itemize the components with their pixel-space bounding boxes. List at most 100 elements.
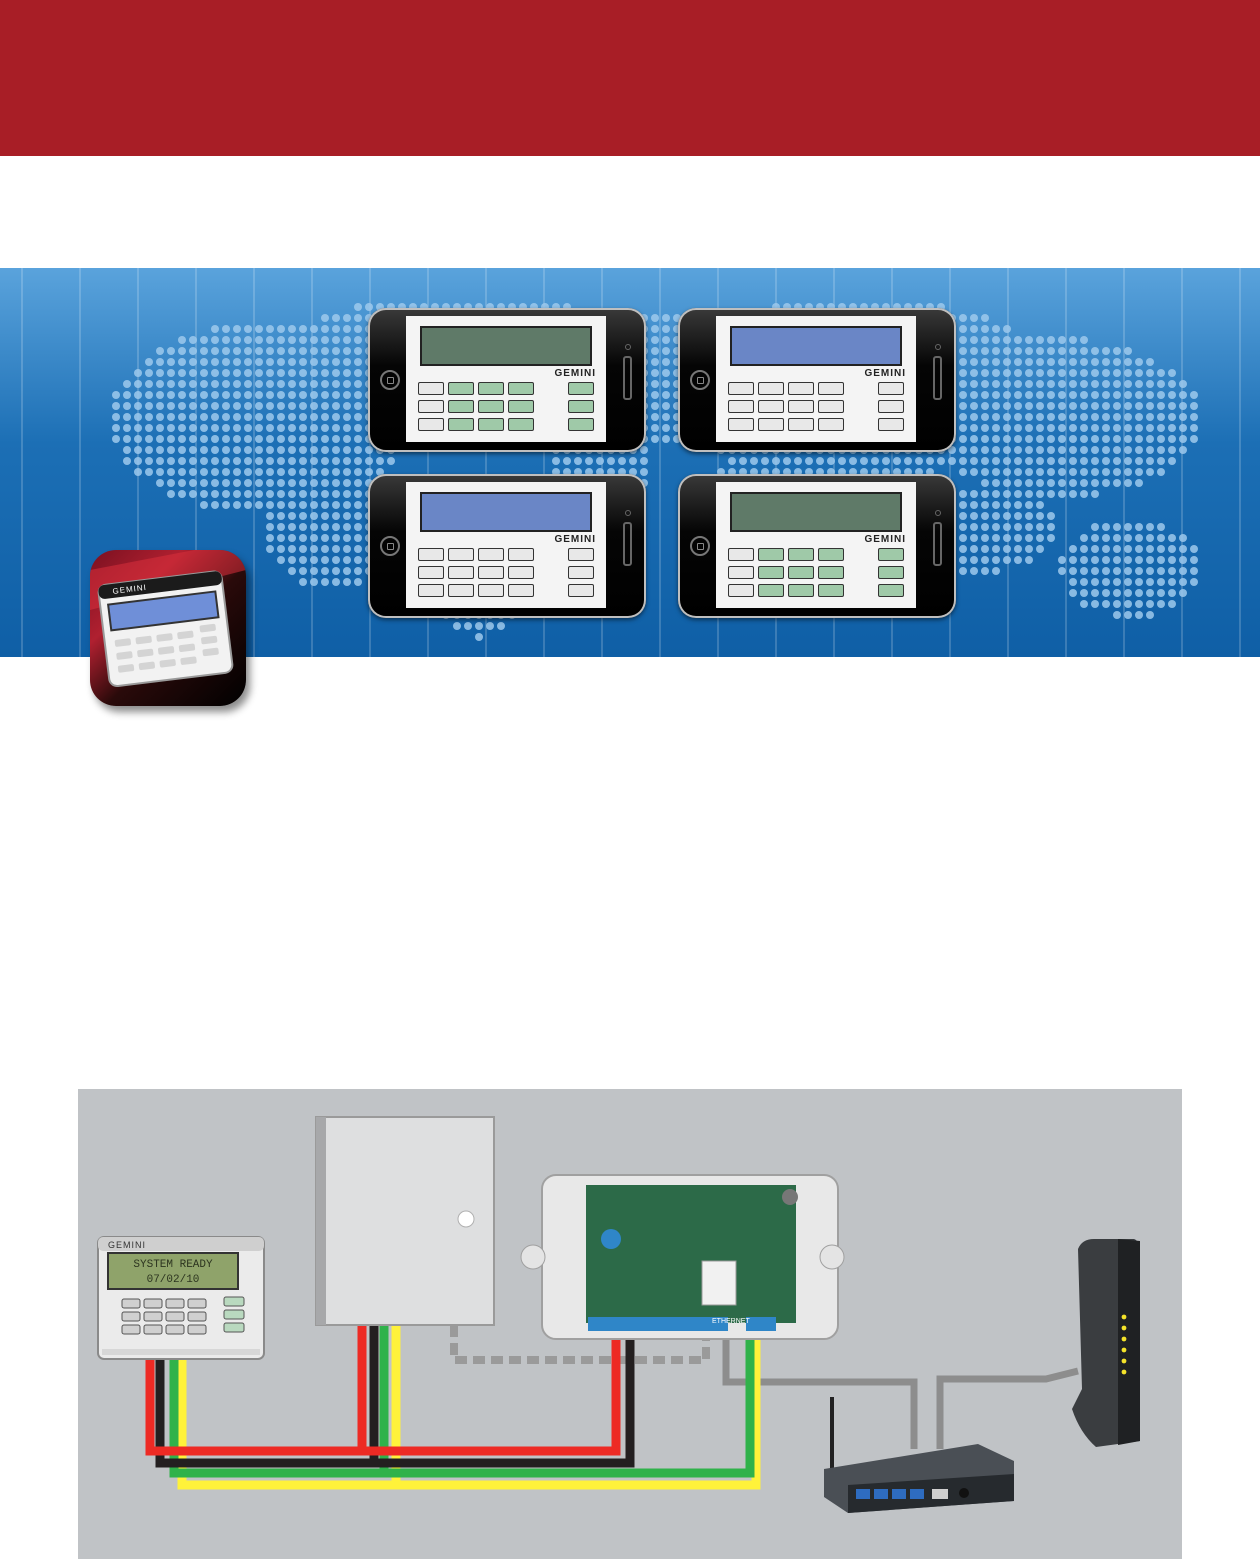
map-dot: [310, 435, 318, 443]
map-dot: [255, 358, 263, 366]
map-dot: [299, 501, 307, 509]
cable-modem: [1072, 1239, 1140, 1447]
map-dot: [189, 446, 197, 454]
map-dot: [1113, 380, 1121, 388]
map-dot: [277, 347, 285, 355]
map-dot: [354, 534, 362, 542]
map-dot: [1014, 523, 1022, 531]
map-dot: [178, 446, 186, 454]
keypad-function-key: [568, 566, 594, 579]
map-dot: [354, 512, 362, 520]
map-dot: [354, 314, 362, 322]
map-dot: [332, 435, 340, 443]
map-dot: [321, 314, 329, 322]
map-dot: [981, 358, 989, 366]
map-dot: [332, 523, 340, 531]
map-dot: [354, 578, 362, 586]
map-dot: [387, 457, 395, 465]
map-dot: [222, 347, 230, 355]
map-dot: [222, 391, 230, 399]
map-dot: [1069, 567, 1077, 575]
lan-port-icon: [874, 1489, 888, 1499]
map-dot: [189, 369, 197, 377]
map-dot: [981, 380, 989, 388]
map-dot: [376, 457, 384, 465]
map-dot: [1168, 402, 1176, 410]
camera-icon: [625, 510, 631, 516]
map-dot: [299, 358, 307, 366]
map-dot: [1091, 347, 1099, 355]
map-dot: [1080, 589, 1088, 597]
map-dot: [992, 435, 1000, 443]
map-dot: [970, 545, 978, 553]
map-dot: [1069, 446, 1077, 454]
map-dot: [1091, 402, 1099, 410]
status-led-icon: [1121, 1336, 1127, 1342]
map-dot: [167, 446, 175, 454]
map-dot: [1080, 336, 1088, 344]
map-dot: [266, 446, 274, 454]
map-dot: [1146, 523, 1154, 531]
status-led-icon: [1121, 1358, 1127, 1364]
phone-keypad-1: GEMINI: [368, 308, 646, 452]
map-dot: [1047, 358, 1055, 366]
map-dot: [970, 336, 978, 344]
map-dot: [981, 567, 989, 575]
map-dot: [299, 369, 307, 377]
map-dot: [255, 457, 263, 465]
map-dot: [1168, 556, 1176, 564]
map-dot: [255, 347, 263, 355]
map-dot: [266, 358, 274, 366]
brand-logo: GEMINI: [554, 534, 596, 545]
map-dot: [156, 369, 164, 377]
map-dot: [1102, 600, 1110, 608]
brand-logo: GEMINI: [554, 368, 596, 379]
map-dot: [838, 457, 846, 465]
map-dot: [233, 369, 241, 377]
map-dot: [1014, 413, 1022, 421]
map-dot: [1113, 413, 1121, 421]
map-dot: [1113, 523, 1121, 531]
map-dot: [156, 435, 164, 443]
map-dot: [266, 325, 274, 333]
map-dot: [959, 490, 967, 498]
brand-logo: GEMINI: [864, 534, 906, 545]
map-dot: [332, 468, 340, 476]
map-dot: [222, 468, 230, 476]
map-dot: [343, 358, 351, 366]
map-dot: [1179, 435, 1187, 443]
map-dot: [299, 413, 307, 421]
keypad-key: [187, 1311, 207, 1322]
map-dot: [651, 435, 659, 443]
map-dot: [1003, 545, 1011, 553]
map-dot: [310, 380, 318, 388]
map-dot: [112, 424, 120, 432]
map-dot: [1168, 589, 1176, 597]
map-dot: [1102, 545, 1110, 553]
map-dot: [970, 468, 978, 476]
map-dot: [321, 446, 329, 454]
map-dot: [1091, 457, 1099, 465]
map-dot: [1146, 446, 1154, 454]
map-dot: [915, 457, 923, 465]
map-dot: [1014, 479, 1022, 487]
map-dot: [332, 512, 340, 520]
map-dot: [266, 369, 274, 377]
map-dot: [211, 501, 219, 509]
gemini-app-icon[interactable]: GEMINI: [90, 550, 246, 706]
map-dot: [574, 457, 582, 465]
keypad-key: [788, 382, 814, 395]
map-dot: [167, 479, 175, 487]
map-dot: [167, 490, 175, 498]
map-dot: [343, 413, 351, 421]
map-dot: [1080, 347, 1088, 355]
map-dot: [266, 490, 274, 498]
map-dot: [1113, 391, 1121, 399]
map-dot: [1135, 556, 1143, 564]
map-dot: [981, 545, 989, 553]
map-dot: [849, 457, 857, 465]
map-dot: [299, 545, 307, 553]
map-dot: [178, 336, 186, 344]
speaker-icon: [933, 356, 942, 400]
phone-screen: GEMINI: [716, 482, 916, 608]
